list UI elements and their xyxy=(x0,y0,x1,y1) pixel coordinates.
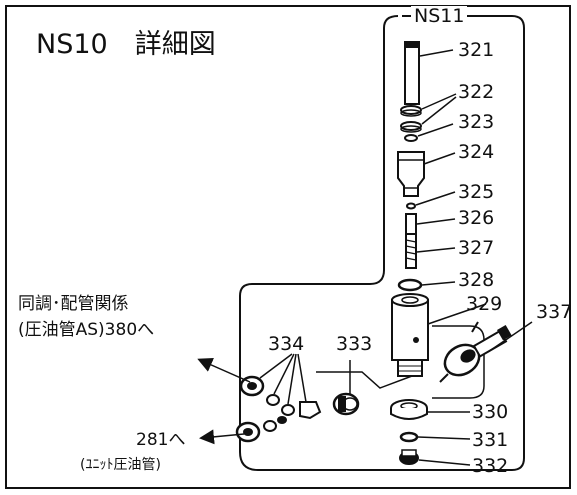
outer-frame xyxy=(5,5,571,489)
label-326: 326 xyxy=(458,207,495,229)
label-328: 328 xyxy=(458,269,495,291)
part-337-actuator xyxy=(439,321,512,383)
part-331-washer xyxy=(399,431,419,443)
arrow-to-unit-note xyxy=(199,429,245,445)
label-332: 332 xyxy=(472,455,509,477)
note-sync-piping-line1: 同調･配管関係 xyxy=(18,294,129,314)
subassembly-label: NS11 xyxy=(411,6,468,26)
label-325: 325 xyxy=(458,181,495,203)
part-333-fitting xyxy=(332,392,360,416)
label-322: 322 xyxy=(458,81,495,103)
note-sync-piping-line2: (圧油管AS)380へ xyxy=(18,320,155,340)
part-328-o-ring xyxy=(397,278,423,292)
part-332-plug xyxy=(399,449,419,465)
diagram-title: NS10 詳細図 xyxy=(36,29,216,60)
part-322-washers xyxy=(400,105,422,133)
label-331: 331 xyxy=(472,429,509,451)
label-329: 329 xyxy=(466,293,503,315)
part-325-ring xyxy=(406,202,416,210)
part-329-body xyxy=(391,293,429,377)
label-333: 333 xyxy=(336,333,373,355)
note-unit-pipe-line2: (ﾕﾆｯﾄ圧油管) xyxy=(80,457,161,473)
part-330-nut xyxy=(390,399,428,420)
part-324-fitting xyxy=(397,151,425,197)
label-330: 330 xyxy=(472,401,509,423)
label-321: 321 xyxy=(458,39,495,61)
part-326-327-pin-spring xyxy=(405,213,417,269)
part-323-o-ring xyxy=(404,134,418,142)
label-323: 323 xyxy=(458,111,495,133)
arrow-to-sync-note xyxy=(197,357,251,383)
part-321-rod xyxy=(404,41,420,105)
label-324: 324 xyxy=(458,141,495,163)
part-334-fittings xyxy=(235,375,322,443)
label-334: 334 xyxy=(268,333,305,355)
note-unit-pipe-line1: 281へ xyxy=(136,430,186,450)
ns11-outline xyxy=(239,15,525,471)
label-327: 327 xyxy=(458,237,495,259)
hose-line xyxy=(316,371,413,389)
label-337: 337 xyxy=(536,301,573,323)
